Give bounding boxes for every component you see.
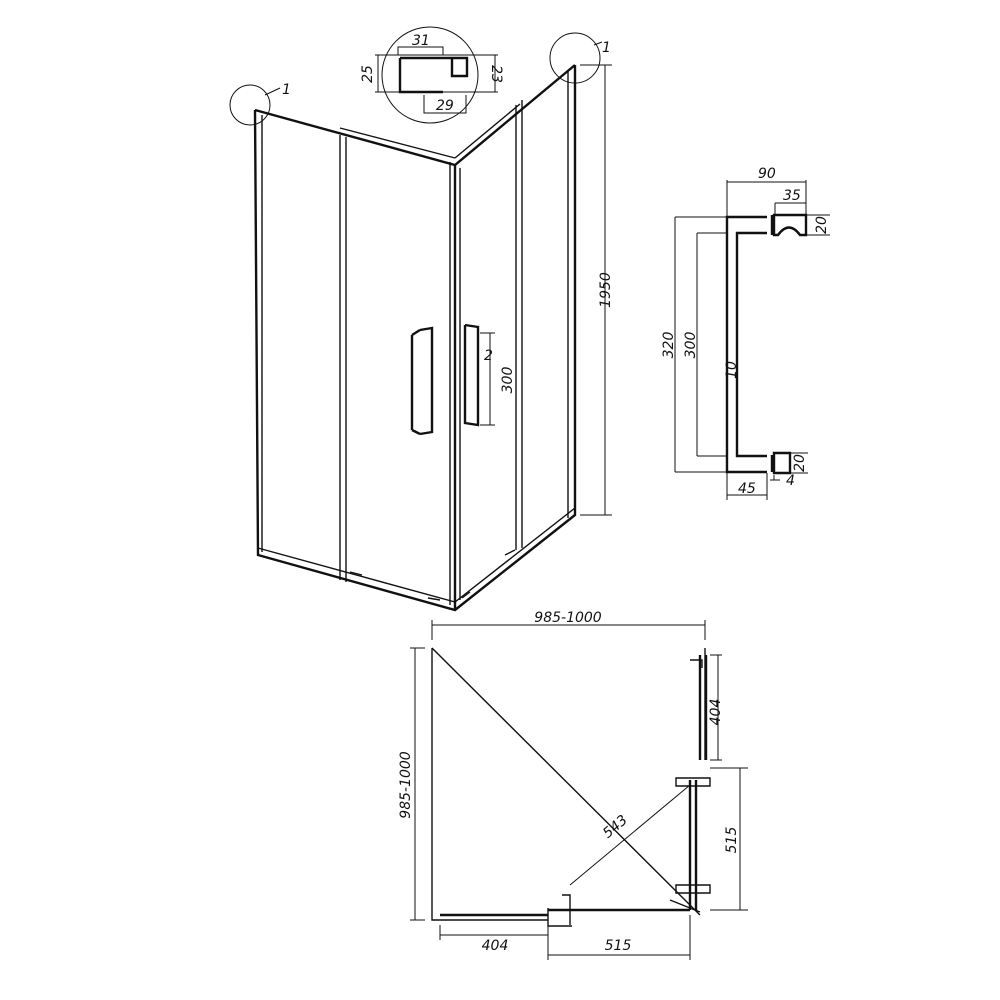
callout-label-right: 1 xyxy=(602,40,611,56)
profile-height-left: 25 xyxy=(360,65,376,83)
handle-gap-dim: 4 xyxy=(786,473,795,489)
profile-width-bottom: 29 xyxy=(436,98,454,114)
height-dimension: 1950 xyxy=(598,272,614,308)
handle-height-dimension: 300 xyxy=(500,367,516,394)
handle-diameter-dim: 10 xyxy=(724,361,740,379)
handle-knob-width-dim: 35 xyxy=(783,188,801,204)
plan-fixed-bottom-dim: 404 xyxy=(482,938,509,954)
isometric-view: 1 1 1950 2 300 xyxy=(229,32,614,612)
callout-label-left: 1 xyxy=(282,82,291,98)
detail-callout-circle-left xyxy=(229,84,271,126)
handle-callout-label: 2 xyxy=(484,348,493,364)
plan-width-dim: 985-1000 xyxy=(534,610,601,626)
plan-depth-dim: 985-1000 xyxy=(398,751,414,818)
profile-height-right: 23 xyxy=(488,65,504,83)
profile-width-top: 31 xyxy=(412,33,430,49)
plan-door-right-dim: 515 xyxy=(724,827,740,854)
profile-section-detail: 31 29 25 23 xyxy=(360,26,504,124)
plan-fixed-right-dim: 404 xyxy=(708,699,724,726)
handle-length-dim: 320 xyxy=(661,332,677,359)
handle-knob-height-top: 20 xyxy=(814,216,830,234)
handle-offset-dim: 45 xyxy=(738,481,756,497)
plan-view: 985-1000 985-1000 404 515 543 404 515 xyxy=(398,610,748,960)
handle-depth-dim: 90 xyxy=(758,166,776,182)
plan-diagonal-dim: 543 xyxy=(600,812,631,841)
detail-callout-circle-right xyxy=(549,32,601,84)
handle-center-dim: 300 xyxy=(683,332,699,359)
handle-detail: 90 35 20 320 300 10 20 45 4 xyxy=(661,166,830,500)
handle-knob-height-bottom: 20 xyxy=(792,454,808,472)
plan-door-bottom-dim: 515 xyxy=(605,938,632,954)
